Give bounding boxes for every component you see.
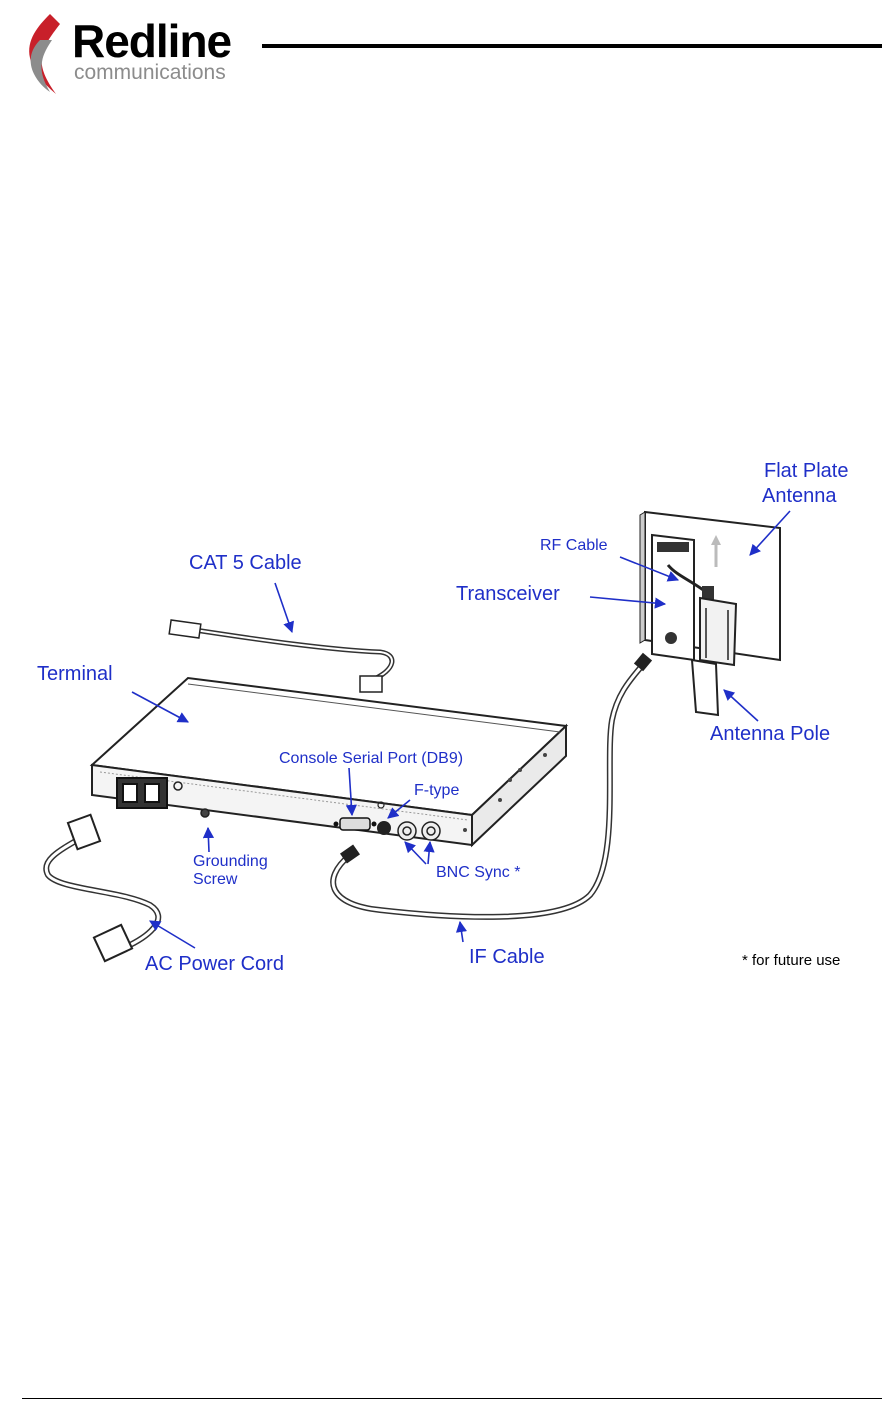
arrow-bnc-sync-a: [405, 842, 426, 864]
label-rf-cable: RF Cable: [540, 537, 608, 555]
label-console-serial-port: Console Serial Port (DB9): [279, 750, 463, 768]
ac-power-cord: [46, 815, 158, 961]
arrow-cat5-cable: [275, 583, 292, 632]
future-use-note: * for future use: [742, 952, 840, 969]
label-grounding-screw-2: Screw: [193, 871, 237, 889]
arrow-if-cable: [460, 922, 463, 942]
label-bnc-sync: BNC Sync *: [436, 864, 520, 882]
label-terminal: Terminal: [37, 663, 113, 686]
db9-port-icon: [334, 818, 377, 830]
label-antenna-pole: Antenna Pole: [710, 723, 830, 746]
label-ac-power-cord: AC Power Cord: [145, 953, 284, 976]
power-inlet-icon: [117, 778, 167, 808]
label-grounding-screw-1: Grounding: [193, 853, 268, 871]
arrow-antenna-pole: [724, 690, 758, 721]
label-cat5-cable: CAT 5 Cable: [189, 552, 302, 575]
label-f-type: F-type: [414, 782, 459, 800]
arrow-ac-power-cord: [150, 921, 195, 948]
arrow-grounding-screw: [208, 828, 209, 852]
arrow-bnc-sync-b: [428, 842, 430, 864]
label-if-cable: IF Cable: [469, 946, 545, 969]
label-transceiver: Transceiver: [456, 583, 560, 606]
grounding-screw-icon: [201, 809, 209, 817]
footer-rule: [22, 1398, 882, 1399]
f-type-connector-icon: [377, 821, 391, 835]
label-flat-plate-antenna-1: Flat Plate: [764, 460, 848, 483]
label-flat-plate-antenna-2: Antenna: [762, 485, 837, 508]
